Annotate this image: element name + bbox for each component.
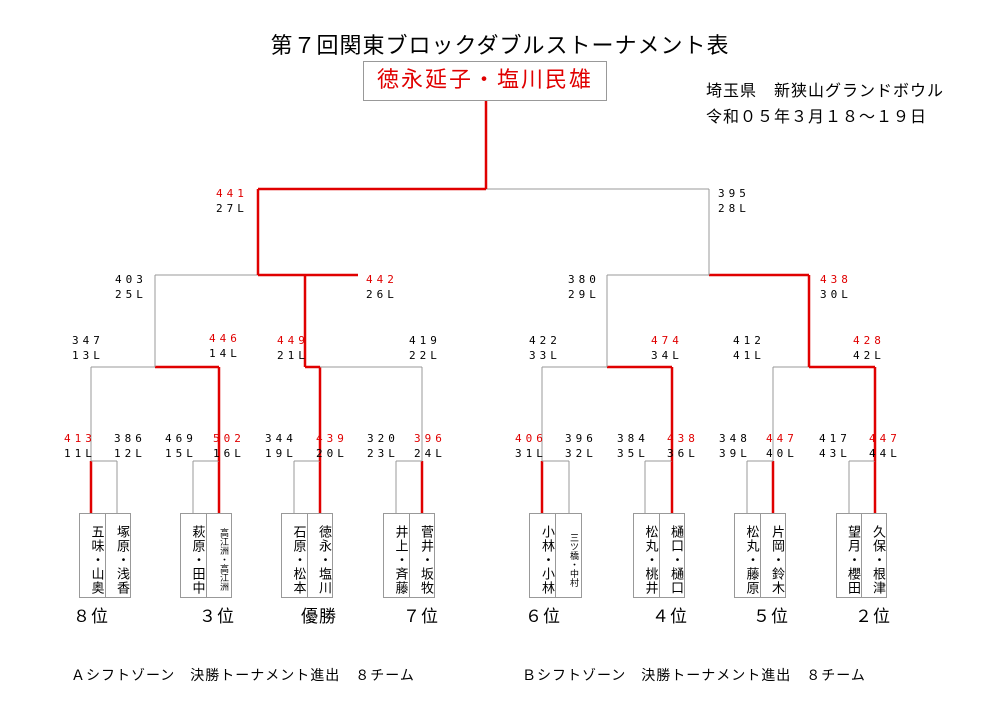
team-card-8: 望月・櫻田 久保・根津 <box>836 513 887 598</box>
team-name: 樋口・樋口 <box>658 514 685 597</box>
team-name: 三ツ橋・中村 <box>555 514 581 597</box>
team-card-6: 松丸・桃井 樋口・樋口 <box>633 513 685 598</box>
team-card-4: 井上・斉藤 菅井・坂牧 <box>383 513 435 598</box>
venue-info: 埼玉県 新狭山グランドボウル 令和０５年３月１８～１９日 <box>706 78 944 130</box>
team-name: 五味・山奥 <box>88 524 104 595</box>
team-name: 久保・根津 <box>861 514 886 597</box>
team-card-7: 松丸・藤原 片岡・鈴木 <box>734 513 786 598</box>
rank-label: ５位 <box>753 607 789 627</box>
page-title: 第７回関東ブロックダブルストーナメント表 <box>270 34 730 59</box>
a-zone-caption: Ａシフトゾーン 決勝トーナメント進出 ８チーム <box>71 668 415 684</box>
rank-label: 優勝 <box>301 607 337 627</box>
team-card-3: 石原・松本 徳永・塩川 <box>281 513 333 598</box>
team-name: 望月・櫻田 <box>845 524 860 595</box>
rank-label: ８位 <box>73 607 109 627</box>
team-card-5: 小林・小林 三ツ橋・中村 <box>529 513 582 598</box>
team-name: 塚原・浅香 <box>104 514 131 597</box>
team-name: 片岡・鈴木 <box>759 514 786 597</box>
rank-label: ６位 <box>525 607 561 627</box>
rank-label: ２位 <box>855 607 891 627</box>
rank-label: ４位 <box>652 607 688 627</box>
team-name: 徳永・塩川 <box>306 514 333 597</box>
team-card-2: 萩原・田中 高江洲・高江洲 <box>180 513 232 598</box>
team-card-1: 五味・山奥 塚原・浅香 <box>79 513 131 598</box>
b-zone-caption: Ｂシフトゾーン 決勝トーナメント進出 ８チーム <box>522 668 866 684</box>
team-name: 萩原・田中 <box>189 524 205 595</box>
team-name: 松丸・桃井 <box>642 524 658 595</box>
rank-label: ７位 <box>403 607 439 627</box>
venue-name: 埼玉県 新狭山グランドボウル <box>706 81 945 100</box>
team-name: 松丸・藤原 <box>743 524 759 595</box>
event-date: 令和０５年３月１８～１９日 <box>706 107 928 126</box>
champion-box: 徳永延子・塩川民雄 <box>363 61 607 101</box>
team-name: 菅井・坂牧 <box>408 514 435 597</box>
team-name: 石原・松本 <box>290 524 306 595</box>
team-name: 高江洲・高江洲 <box>205 514 232 597</box>
rank-label: ３位 <box>199 607 235 627</box>
team-name: 小林・小林 <box>539 524 554 595</box>
team-name: 井上・斉藤 <box>392 524 408 595</box>
